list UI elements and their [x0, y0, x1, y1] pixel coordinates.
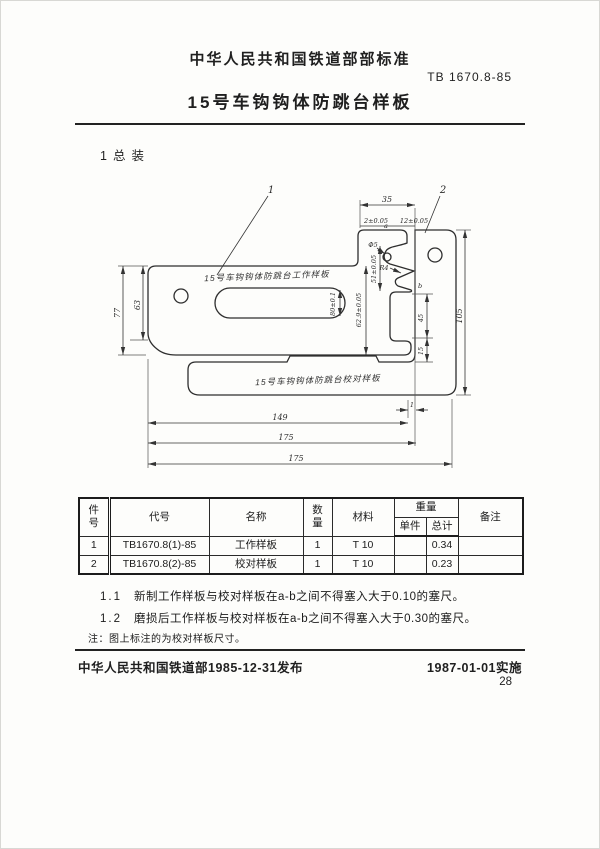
cell-weight-total: 0.23 [425, 554, 459, 575]
cell-material: T 10 [331, 535, 395, 556]
dim-175-b: 175 [288, 454, 303, 463]
col-header-weight-total: 总计 [425, 516, 459, 537]
right-rivet-hole [427, 247, 443, 263]
dim-15: 15 [417, 347, 425, 355]
section-number: 1 [100, 149, 113, 163]
cell-qty: 1 [302, 554, 333, 575]
dim-105: 105 [455, 308, 464, 323]
point-b-label: b [418, 282, 422, 290]
col-header-item-no: 件 号 [78, 497, 111, 537]
col-header-code: 代号 [108, 497, 210, 537]
dim-175-a: 175 [278, 433, 293, 442]
authority-line: 中华人民共和国铁道部部标准 [189, 51, 411, 68]
footer-effective: 1987-01-01实施 [427, 661, 522, 675]
col-header-qty: 数 量 [302, 497, 333, 537]
cell-qty: 1 [302, 535, 333, 556]
cell-code: TB1670.8(1)-85 [108, 535, 210, 556]
parts-table: 件 号 代号 名称 数 量 材料 重量 备注 单件 总计 1 TB1670.8(… [78, 497, 524, 575]
dim-1: 1 [410, 401, 414, 409]
cell-weight-unit [393, 554, 427, 575]
dim-2-tol: 2±0.05 [363, 217, 388, 225]
dim-r4: R4 [378, 264, 388, 272]
cell-remark [457, 535, 524, 556]
dim-149: 149 [272, 413, 287, 422]
template-slot [214, 287, 346, 319]
cell-name: 校对样板 [208, 554, 304, 575]
footer-issued: 中华人民共和国铁道部1985-12-31发布 [78, 661, 303, 675]
header-rule [75, 123, 525, 125]
dim-80: 80±0.1 [329, 292, 337, 316]
note-1-1: 1.1 新制工作样板与校对样板在a-b之间不得塞入大于0.10的塞尺。 [100, 588, 465, 604]
col-header-material: 材料 [331, 497, 395, 537]
page-number: 28 [499, 676, 512, 688]
table-row: 2 TB1670.8(2)-85 校对样板 1 T 10 0.23 [78, 554, 524, 575]
section-title: 总装 [112, 149, 150, 163]
note-number: 1.1 [100, 591, 122, 603]
col-header-weight-unit: 单件 [393, 516, 427, 537]
extension-lines [118, 200, 471, 468]
note-1-2: 1.2 磨损后工作样板与校对样板在a-b之间不得塞入大于0.30的塞尺。 [100, 610, 477, 626]
dim-77: 77 [113, 307, 122, 318]
col-header-name: 名称 [208, 497, 304, 537]
col-header-weight: 重量 [393, 497, 459, 518]
dim-45: 45 [417, 314, 425, 323]
working-template-outline [147, 229, 416, 356]
check-template-outline [187, 229, 457, 396]
left-rivet-hole [173, 288, 189, 304]
cell-material: T 10 [331, 554, 395, 575]
working-template-label: 15号车钩钩体防跳台工作样板 [204, 269, 330, 283]
check-template-label: 15号车钩钩体防跳台校对样板 [255, 373, 381, 387]
cell-name: 工作样板 [208, 535, 304, 556]
cell-code: TB1670.8(2)-85 [108, 554, 210, 575]
standard-number: TB 1670.8-85 [427, 70, 512, 84]
dim-12-tol: 12±0.05 [400, 217, 428, 225]
dim-62-9: 62.9±0.05 [355, 293, 363, 327]
remark-note: 注：图上标注的为校对样板尺寸。 [88, 634, 246, 645]
dimension-lines [120, 195, 468, 467]
col-header-remark: 备注 [457, 497, 524, 537]
cell-weight-total: 0.34 [425, 535, 459, 556]
cell-weight-unit [393, 535, 427, 556]
cell-remark [457, 554, 524, 575]
section-heading: 1总装 [100, 145, 150, 164]
note-number: 1.2 [100, 613, 122, 625]
note-text: 磨损后工作样板与校对样板在a-b之间不得塞入大于0.30的塞尺。 [134, 613, 477, 625]
cell-item-no: 2 [78, 554, 111, 575]
cell-item-no: 1 [78, 535, 111, 556]
point-a-label: a [384, 222, 388, 230]
footer-rule [75, 649, 525, 651]
callout-1: 1 [268, 185, 274, 196]
assembly-drawing: 15号车钩钩体防跳台工作样板 15号车钩钩体防跳台校对样板 [113, 185, 471, 468]
callout-2: 2 [439, 185, 446, 196]
dim-63: 63 [133, 300, 142, 310]
table-row: 1 TB1670.8(1)-85 工作样板 1 T 10 0.34 [78, 535, 524, 556]
phi5-hole [382, 252, 392, 262]
dim-phi5: Φ5 [368, 241, 377, 249]
note-text: 新制工作样板与校对样板在a-b之间不得塞入大于0.10的塞尺。 [134, 591, 465, 603]
page-title: 15号车钩钩体防跳台样板 [187, 93, 413, 112]
dim-51: 51±0.05 [370, 255, 378, 283]
dim-35: 35 [382, 195, 392, 204]
